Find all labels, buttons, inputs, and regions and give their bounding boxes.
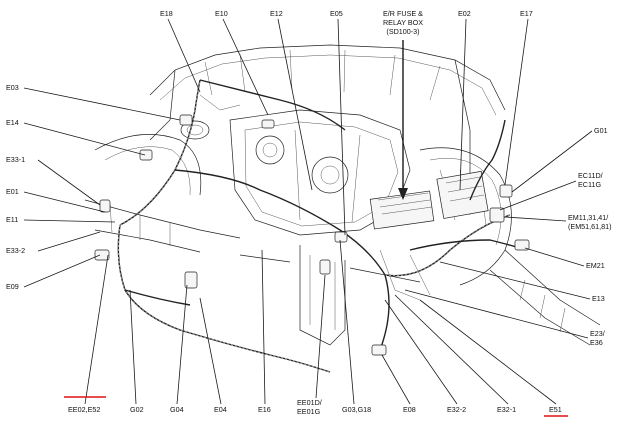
right-labels: G01 EC11D/ EC11G EM11,31,41/ (EM51,61,81…	[568, 126, 612, 347]
label-g03: G03,G18	[342, 405, 371, 414]
label-fuse-box-3: (SD100-3)	[386, 27, 419, 36]
label-em11: EM11,31,41/	[568, 213, 608, 222]
label-e03: E03	[6, 83, 19, 92]
label-e11: E11	[6, 215, 18, 224]
label-ec11d: EC11D/	[578, 171, 603, 180]
label-e05: E05	[330, 9, 343, 18]
label-e08: E08	[403, 405, 416, 414]
bottom-labels: EE02,E52 G02 G04 E04 E16 EE01D/ EE01G G0…	[68, 398, 562, 416]
label-e32-1: E32-1	[497, 405, 516, 414]
label-e10: E10	[215, 9, 228, 18]
label-e09: E09	[6, 282, 19, 291]
label-e02: E02	[458, 9, 471, 18]
label-e12: E12	[270, 9, 283, 18]
label-e36: E36	[590, 338, 603, 347]
label-ec11g: EC11G	[578, 180, 601, 189]
label-em21: EM21	[586, 261, 605, 270]
label-fuse-box-2: RELAY BOX	[383, 18, 423, 27]
label-g02: G02	[130, 405, 144, 414]
label-e16: E16	[258, 405, 271, 414]
label-ee01d: EE01D/	[297, 398, 322, 407]
label-g01: G01	[594, 126, 608, 135]
label-ee02: EE02,E52	[68, 405, 100, 414]
highlight-underlines	[64, 396, 568, 417]
label-e01: E01	[6, 187, 19, 196]
label-e18: E18	[160, 9, 173, 18]
label-e13: E13	[592, 294, 605, 303]
label-e14: E14	[6, 118, 19, 127]
label-e33-1: E33-1	[6, 155, 25, 164]
label-fuse-box-1: E/R FUSE &	[383, 9, 423, 18]
label-e51: E51	[549, 405, 562, 414]
label-e04: E04	[214, 405, 227, 414]
top-labels: E18 E10 E12 E05 E/R FUSE & RELAY BOX (SD…	[160, 9, 533, 36]
leader-lines	[23, 18, 593, 405]
connectors	[94, 114, 530, 356]
label-e17: E17	[520, 9, 533, 18]
label-g04: G04	[170, 405, 184, 414]
label-em51: (EM51,61,81)	[568, 222, 612, 231]
label-e32-2: E32-2	[447, 405, 466, 414]
left-labels: E03 E14 E33-1 E01 E11 E33-2 E09	[6, 83, 25, 291]
label-e33-2: E33-2	[6, 246, 25, 255]
label-ee01g: EE01G	[297, 407, 321, 416]
label-e23: E23/	[590, 329, 605, 338]
